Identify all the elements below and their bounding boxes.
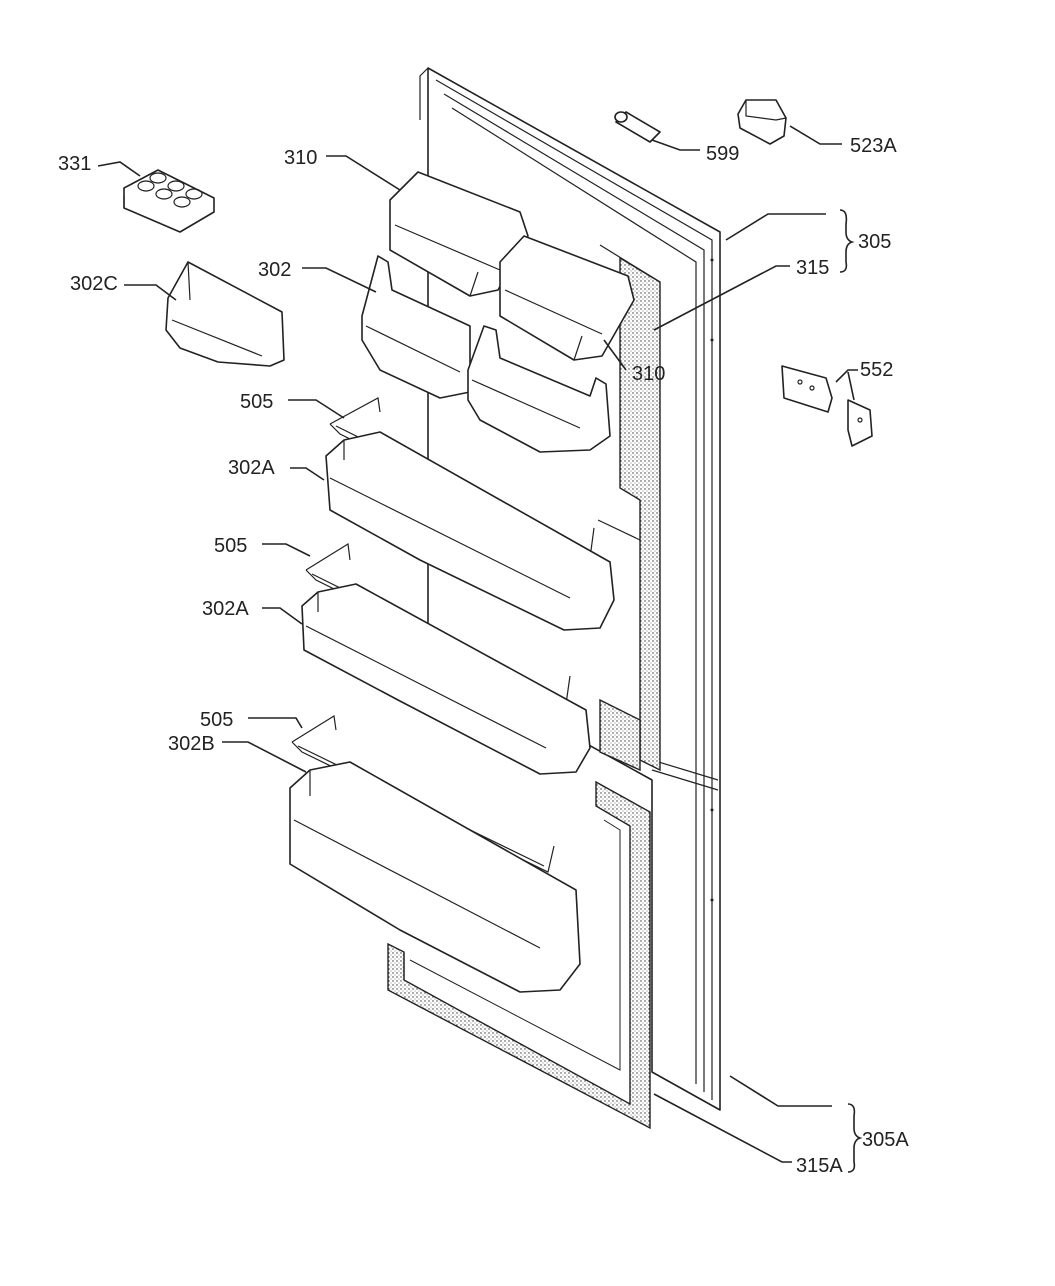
label-552: 552 bbox=[860, 359, 893, 381]
hinge-cover-523a bbox=[737, 99, 787, 145]
door-shelf-302c bbox=[165, 261, 285, 367]
label-315a: 315A bbox=[796, 1155, 843, 1177]
egg-tray bbox=[123, 169, 215, 233]
part-labels: 331 302C 310 302 310 505 302A 505 302A 5… bbox=[58, 135, 909, 1177]
label-302b: 302B bbox=[168, 733, 215, 755]
door-shelf-302a-1 bbox=[325, 431, 615, 631]
label-505-1: 505 bbox=[240, 391, 273, 413]
door-shelf-small-left bbox=[361, 255, 471, 399]
label-302: 302 bbox=[258, 259, 291, 281]
label-315: 315 bbox=[796, 257, 829, 279]
label-305a: 305A bbox=[862, 1129, 909, 1151]
label-523a: 523A bbox=[850, 135, 897, 157]
upper-door-gasket bbox=[597, 244, 661, 772]
dairy-compartment-cover-right bbox=[499, 235, 635, 361]
door-shelf-small-right bbox=[467, 325, 611, 453]
label-305: 305 bbox=[858, 231, 891, 253]
label-331: 331 bbox=[58, 153, 91, 175]
label-310-right: 310 bbox=[632, 363, 665, 385]
label-302a-2: 302A bbox=[202, 598, 249, 620]
hinge-pin-599 bbox=[614, 111, 661, 143]
label-302a-1: 302A bbox=[228, 457, 275, 479]
label-310-top: 310 bbox=[284, 147, 317, 169]
hinge-bracket-552 bbox=[781, 365, 873, 447]
label-302c: 302C bbox=[70, 273, 118, 295]
leader-lines bbox=[97, 125, 863, 1173]
label-505-2: 505 bbox=[214, 535, 247, 557]
door-shelf-302a-2 bbox=[301, 583, 591, 775]
door-shelf-302b bbox=[289, 761, 581, 993]
label-505-3: 505 bbox=[200, 709, 233, 731]
label-599: 599 bbox=[706, 143, 739, 165]
